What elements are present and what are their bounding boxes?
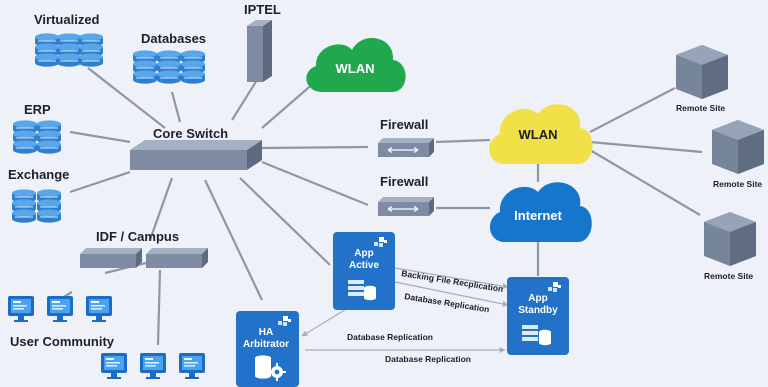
database-replication-label-2: Database Replication [385,354,471,364]
backing-file-replication-label: Backing File Recplication [401,268,504,294]
database-icon [78,32,104,68]
cloud-icon [489,104,593,164]
remote-site-3-label: Remote Site [704,271,753,281]
app-standby-line2: Standby [518,305,558,316]
iptel-label: IPTEL [244,2,281,17]
virtualized-label: Virtualized [34,12,100,27]
firewall-icon [377,137,435,158]
server-rack-icon [348,280,364,296]
database-icon [156,49,182,85]
database-icon [12,119,38,155]
exchange-label: Exchange [8,167,69,182]
app-active-server: App Active [333,232,395,310]
user-community: User Community [8,296,205,379]
cube-icon [676,45,728,99]
server-rack-icon [522,325,538,341]
wlan-mid-label: WLAN [519,127,558,142]
firewall-top-label: Firewall [380,117,428,132]
database-replication-diagonal-label: Database Replication [404,291,490,314]
database-icon [34,32,60,68]
app-active-line1: App [354,248,373,259]
server-node-icon [507,277,569,355]
database-icon [36,188,62,224]
switch-icon [80,248,142,268]
wlan-cloud-top: WLAN [306,37,406,92]
idf-campus: IDF / Campus [80,229,208,268]
connector-lines [61,67,703,353]
core-switch: Core Switch [130,126,262,170]
remote-site-1: Remote Site [676,45,728,113]
monitor-icon [101,353,127,379]
switch-icon [130,140,262,150]
user-community-label: User Community [10,334,115,349]
internet-cloud: Internet [489,182,592,242]
ha-line1: HA [259,327,273,338]
monitor-icon [86,296,112,322]
firewall-top: Firewall [377,117,435,158]
cube-icon [704,212,756,266]
monitor-icon [47,296,73,322]
idf-campus-label: IDF / Campus [96,229,179,244]
monitor-icon [8,296,34,322]
remote-site-2: Remote Site [712,120,764,189]
core-switch-label: Core Switch [153,126,228,141]
cloud-icon [306,37,406,92]
virtualized-database-cluster: Virtualized [34,12,104,68]
ha-arbitrator-server: HA Arbitrator [236,311,299,387]
remote-site-3: Remote Site [704,212,756,281]
firewall-bottom-label: Firewall [380,174,428,189]
ha-line2: Arbitrator [243,339,289,350]
wlan-cloud-mid: WLAN [489,104,593,164]
switch-icon [146,248,208,268]
firewall-bottom: Firewall [377,174,435,217]
server-node-icon [333,232,395,310]
database-icon [180,49,206,85]
databases-cluster: Databases [132,31,206,85]
database-icon [132,49,158,85]
exchange-database: Exchange [8,167,69,224]
database-replication-label-1: Database Replication [347,332,433,342]
databases-label: Databases [141,31,206,46]
database-icon [36,119,62,155]
app-standby-line1: App [528,293,547,304]
monitor-icon [140,353,166,379]
firewall-icon [377,196,435,217]
database-icon [56,32,82,68]
wlan-top-label: WLAN [336,61,375,76]
erp-database: ERP [12,102,62,155]
remote-site-1-label: Remote Site [676,103,725,113]
remote-site-2-label: Remote Site [713,179,762,189]
cloud-icon [489,182,592,242]
gear-icon [268,363,286,381]
monitor-icon [179,353,205,379]
server-node-icon [236,311,299,387]
iptel-tower: IPTEL [244,2,281,82]
app-standby-server: App Standby [507,277,569,355]
erp-label: ERP [24,102,51,117]
tower-server-icon [247,20,272,26]
database-icon [11,188,37,224]
app-active-line2: Active [349,260,379,271]
cube-icon [712,120,764,174]
internet-label: Internet [514,208,562,223]
